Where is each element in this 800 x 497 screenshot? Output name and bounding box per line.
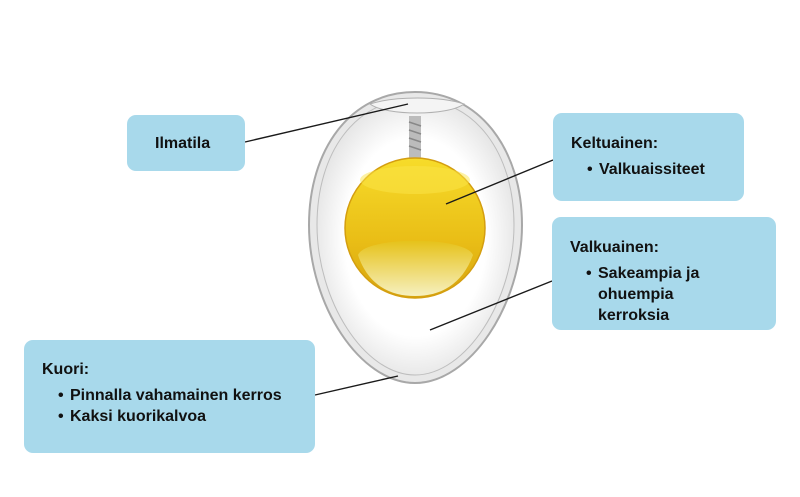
shell-title: Kuori: — [42, 361, 90, 378]
label-shell: Kuori: Pinnalla vahamainen kerros Kaksi … — [24, 340, 315, 453]
leader-shell — [314, 375, 399, 396]
shell-item: Kaksi kuorikalvoa — [58, 406, 315, 427]
albumen-item: Sakeampia ja ohuempia kerroksia — [586, 263, 736, 326]
label-albumen: Valkuainen: Sakeampia ja ohuempia kerrok… — [552, 217, 776, 330]
label-air-cell: Ilmatila — [127, 115, 245, 171]
albumen-title: Valkuainen: — [570, 239, 659, 256]
label-yolk: Keltuainen: Valkuaissiteet — [553, 113, 744, 201]
air-cell — [368, 97, 466, 114]
leader-yolk — [445, 159, 554, 205]
leader-lines — [244, 103, 554, 396]
yolk-item: Valkuaissiteet — [587, 159, 744, 180]
chalaza — [408, 116, 422, 158]
leader-air-cell — [244, 103, 409, 143]
leader-albumen — [429, 280, 553, 331]
yolk-title: Keltuainen: — [571, 135, 659, 152]
yolk-lower-shine — [358, 240, 473, 296]
air-cell-title: Ilmatila — [155, 135, 211, 152]
shell-item: Pinnalla vahamainen kerros — [58, 385, 315, 406]
yolk-highlight — [360, 166, 470, 194]
